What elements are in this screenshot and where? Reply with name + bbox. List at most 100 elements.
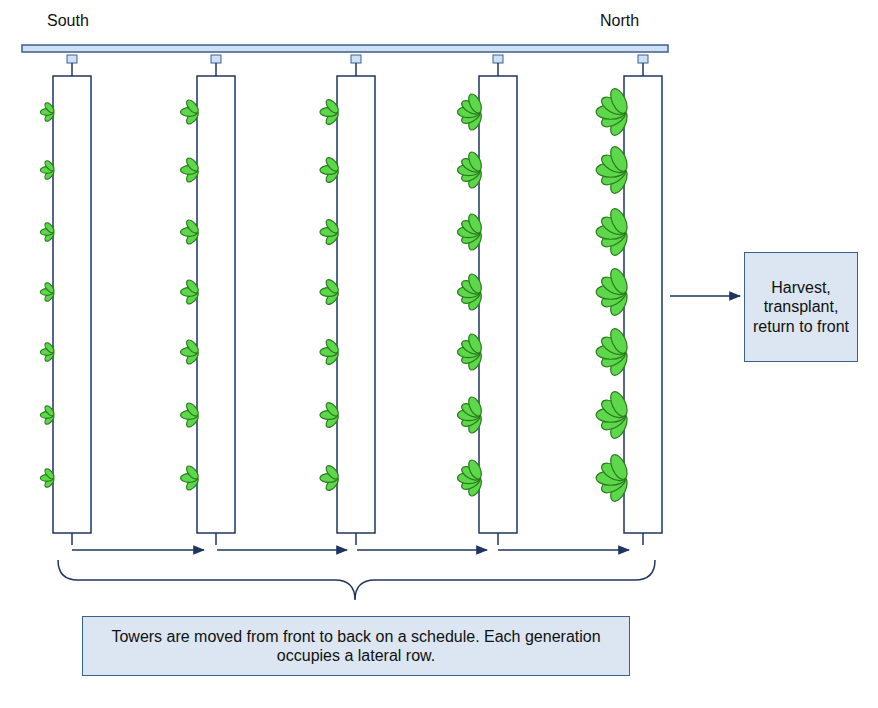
move-arrows [72, 296, 740, 550]
lettuce-plant [457, 212, 483, 252]
box-text: Towers are moved from front to back on a… [91, 627, 621, 665]
lettuce-plant [320, 338, 341, 367]
move-arrow [217, 549, 347, 551]
lettuce-plant [181, 338, 201, 366]
tower-group [53, 55, 662, 545]
leaf [466, 150, 484, 173]
lettuce-plant [40, 101, 55, 122]
lettuce-plant [181, 464, 201, 492]
lettuce-plant [40, 404, 55, 425]
lettuce-plant [457, 150, 483, 190]
leaf [324, 98, 341, 116]
lettuce-plant [181, 156, 201, 184]
lettuce-plant [596, 389, 630, 440]
lettuce-plant [181, 218, 201, 246]
lettuce-plant [181, 278, 201, 306]
leaf [184, 278, 200, 295]
direction-label: North [600, 12, 639, 30]
leaf [466, 212, 484, 235]
feed-fitting [351, 55, 361, 63]
leaf [43, 467, 55, 480]
lettuce-plant [596, 206, 630, 257]
grow-tower [53, 76, 91, 533]
lettuce-plant [320, 278, 341, 307]
lettuce-plant [596, 86, 630, 137]
feed-fitting [493, 55, 503, 63]
grow-tower [197, 76, 235, 533]
leaf [466, 395, 484, 418]
leaf [466, 272, 484, 295]
leaf [43, 159, 55, 172]
harvest-arrow [670, 295, 740, 297]
lettuce-plant [40, 221, 55, 242]
leaf [607, 144, 630, 174]
leaf [324, 464, 341, 482]
lettuce-plant [596, 144, 630, 195]
leaf [184, 98, 200, 115]
box-text: Harvest, transplant, return to front [751, 278, 851, 336]
leaf [43, 221, 55, 234]
lettuce-plant [457, 272, 483, 312]
lettuce-plant [457, 92, 483, 132]
leaf [466, 458, 484, 481]
drain-line [642, 533, 644, 545]
leaf [324, 156, 341, 174]
curly-bracket [58, 560, 655, 600]
lettuce-plant [457, 458, 483, 498]
move-arrow [498, 549, 629, 551]
lettuce-plant [40, 341, 55, 362]
lettuce-plant [320, 464, 341, 493]
lettuce-plant [320, 156, 341, 185]
leaf [43, 281, 55, 294]
lettuce-plant [457, 395, 483, 435]
feed-line [642, 63, 644, 76]
caption-box: Towers are moved from front to back on a… [82, 616, 630, 676]
plant-group [40, 86, 630, 503]
leaf [184, 338, 200, 355]
leaf [184, 156, 200, 173]
feed-fitting [638, 55, 648, 63]
direction-label: South [47, 12, 89, 30]
lettuce-plant [40, 467, 55, 488]
lettuce-plant [320, 401, 341, 430]
lettuce-plant [457, 332, 483, 372]
feed-fitting [67, 55, 77, 63]
lettuce-plant [596, 452, 630, 503]
leaf [324, 401, 341, 419]
leaf [324, 218, 341, 236]
harvest-box: Harvest, transplant, return to front [744, 252, 858, 362]
supply-pipe [22, 45, 668, 52]
feed-line [71, 63, 73, 76]
feed-line [215, 63, 217, 76]
feed-line [497, 63, 499, 76]
leaf [607, 86, 630, 116]
leaf [607, 452, 630, 482]
move-arrow [357, 549, 487, 551]
leaf [466, 92, 484, 115]
drain-line [497, 533, 499, 545]
drain-line [215, 533, 217, 545]
grow-tower [337, 76, 375, 533]
leaf [184, 401, 200, 418]
lettuce-plant [596, 266, 630, 317]
feed-fitting [211, 55, 221, 63]
feed-line [355, 63, 357, 76]
leaf [43, 404, 55, 417]
leaf [184, 218, 200, 235]
leaf [607, 326, 630, 356]
leaf [324, 278, 341, 296]
leaf [466, 332, 484, 355]
grow-tower [479, 76, 517, 533]
lettuce-plant [596, 326, 630, 377]
leaf [607, 266, 630, 296]
move-arrow [72, 549, 204, 551]
leaf [607, 389, 630, 419]
leaf [184, 464, 200, 481]
drain-line [355, 533, 357, 545]
lettuce-plant [181, 98, 201, 126]
lettuce-plant [40, 281, 55, 302]
lettuce-plant [181, 401, 201, 429]
lettuce-plant [40, 159, 55, 180]
leaf [43, 101, 55, 114]
leaf [324, 338, 341, 356]
